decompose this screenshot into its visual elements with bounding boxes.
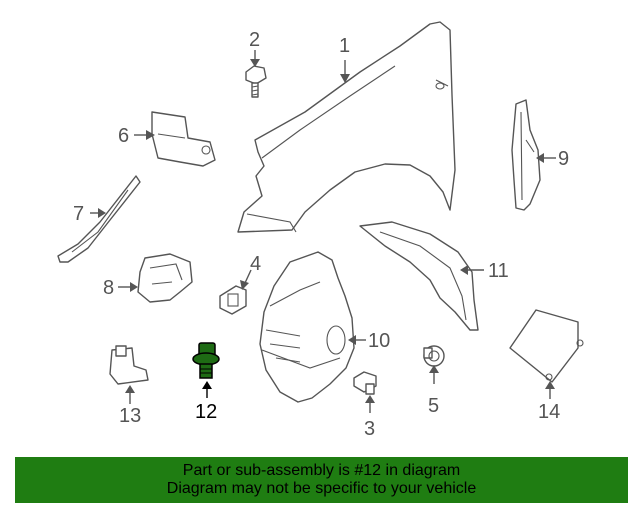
part-7-strip[interactable] (57, 175, 141, 263)
part-11-liner[interactable] (359, 221, 479, 331)
part-12-bolt[interactable] (192, 342, 220, 379)
part-13-bracket[interactable] (109, 345, 149, 385)
part-4-clip[interactable] (219, 285, 247, 315)
parts-diagram: 1 2 6 7 8 4 9 (57, 21, 584, 440)
callout-3: 3 (364, 418, 375, 440)
callout-6: 6 (118, 125, 129, 147)
callout-7: 7 (73, 203, 84, 225)
callout-1: 1 (339, 35, 350, 57)
part-6-bracket[interactable] (151, 111, 216, 167)
part-14-panel[interactable] (509, 309, 584, 383)
callout-2: 2 (249, 29, 260, 51)
part-1-fender[interactable] (237, 21, 456, 233)
callout-4: 4 (250, 253, 261, 275)
callout-10: 10 (368, 330, 390, 352)
part-9-seal[interactable] (511, 99, 541, 211)
callout-5: 5 (428, 395, 439, 417)
part-2-bolt[interactable] (245, 65, 267, 98)
callout-13: 13 (119, 405, 141, 427)
part-10-liner[interactable] (259, 251, 355, 403)
callout-12: 12 (195, 401, 217, 423)
callout-9: 9 (558, 148, 569, 170)
callout-8: 8 (103, 277, 114, 299)
part-5-clip[interactable] (423, 345, 445, 367)
notice-banner: Part or sub-assembly is #12 in diagram D… (15, 457, 628, 503)
part-8-bracket[interactable] (137, 253, 193, 303)
banner-line-2: Diagram may not be specific to your vehi… (166, 480, 477, 497)
callout-11: 11 (488, 260, 509, 282)
banner-line-1: Part or sub-assembly is #12 in diagram (182, 462, 461, 479)
callout-14: 14 (538, 401, 560, 423)
part-3-screw[interactable] (353, 371, 377, 395)
